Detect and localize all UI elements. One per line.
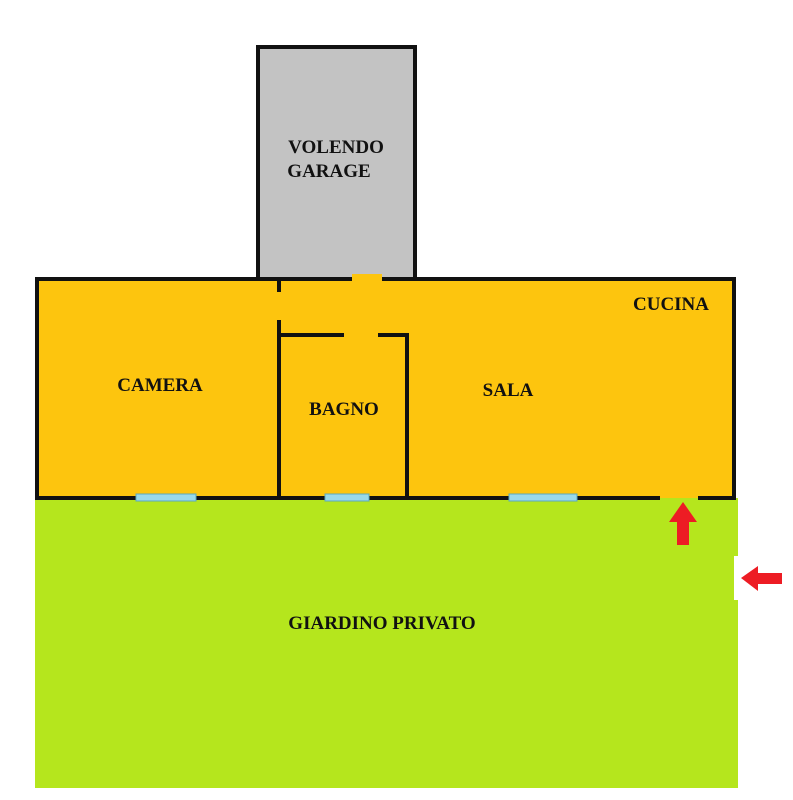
garage-walls (256, 45, 417, 280)
apartment-floor (37, 279, 734, 498)
windows (135, 493, 578, 502)
garage-door-opening (352, 274, 382, 282)
window-bagno (324, 493, 370, 502)
room-label-garage-line2: GARAGE (287, 161, 370, 182)
room-label-bagno: BAGNO (309, 399, 379, 420)
garden-gate-gap (734, 556, 742, 600)
room-label-cucina: CUCINA (633, 294, 709, 315)
garage-floor (258, 47, 415, 280)
room-label-sala: SALA (483, 380, 534, 401)
room-label-camera: CAMERA (117, 375, 203, 396)
window-camera (135, 493, 197, 502)
garden-area (35, 498, 738, 788)
entrance-arrow-left-icon (741, 566, 782, 591)
entrance-arrow-up-icon (669, 502, 697, 545)
window-sala (508, 493, 578, 502)
room-label-giardino: GIARDINO PRIVATO (288, 613, 475, 634)
interior-walls (277, 279, 409, 500)
room-label-garage-line1: VOLENDO (288, 137, 384, 158)
